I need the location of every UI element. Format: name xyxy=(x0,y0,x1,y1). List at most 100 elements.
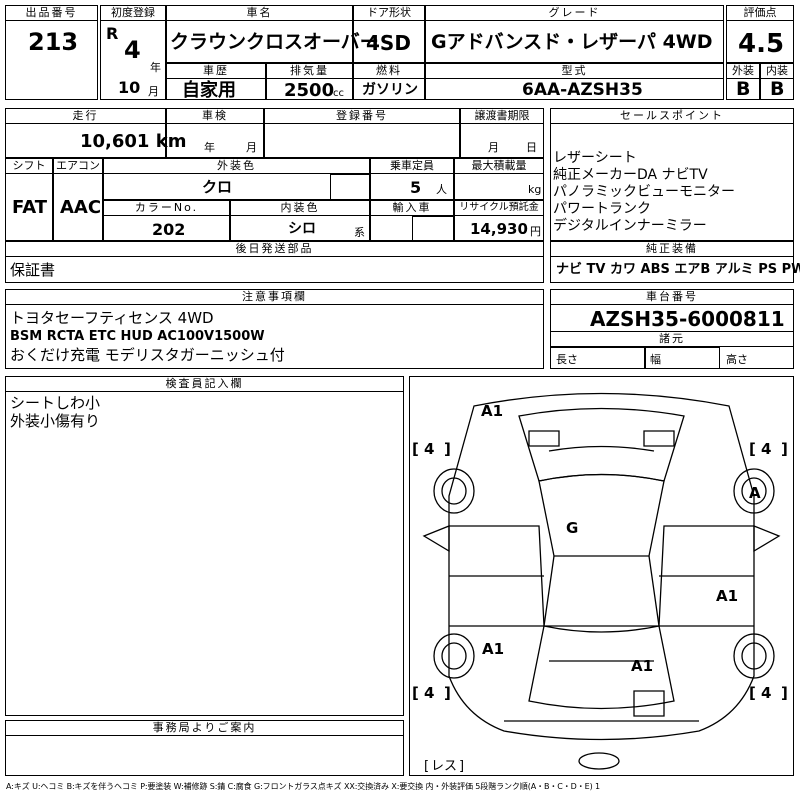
import-divider xyxy=(412,216,454,241)
notes-line: トヨタセーフティセンス 4WD xyxy=(10,309,214,327)
mileage-label: 走行 xyxy=(5,108,166,124)
int-label: 内装 xyxy=(760,63,794,79)
shift: FAT xyxy=(12,197,48,218)
tr-day: 日 xyxy=(526,141,537,154)
sales-point: パノラミックビューモニター xyxy=(553,184,735,200)
later-value: 保証書 xyxy=(10,261,56,279)
recycle-label: リサイクル預託金 xyxy=(454,200,544,216)
sales-label: セールスポイント xyxy=(550,108,794,124)
shift-label: シフト xyxy=(5,158,53,174)
reg-label: 初度登録 xyxy=(100,5,166,21)
history-cell xyxy=(166,63,266,100)
interior-color: シロ xyxy=(288,221,316,237)
interior-unit: 系 xyxy=(354,226,365,239)
equip-value: ナビ TV カワ ABS エアB アルミ PS PW xyxy=(556,262,800,277)
ext-color: クロ xyxy=(202,178,233,196)
color-label: 外装色 xyxy=(103,158,370,174)
ext-label: 外装 xyxy=(726,63,760,79)
notes-label: 注意事項欄 xyxy=(5,289,544,305)
damage-mark: G xyxy=(566,519,578,537)
spare-label: ] xyxy=(459,759,464,774)
tr-month: 月 xyxy=(488,141,499,154)
model-label: 型式 xyxy=(425,63,724,79)
legend: A:キズ U:ヘコミ B:キズを伴うヘコミ P:要塗装 W:補修跡 S:錆 C:… xyxy=(6,782,601,791)
recycle: 14,930 xyxy=(470,220,528,238)
equip-label: 純正装備 xyxy=(550,241,794,257)
load-unit: kg xyxy=(528,183,542,196)
load-label: 最大積載量 xyxy=(454,158,544,174)
fuel: ガソリン xyxy=(362,82,418,98)
notes-line: BSM RCTA ETC HUD AC100V1500W xyxy=(10,329,265,344)
score-label: 評価点 xyxy=(726,5,794,21)
tire-tread-rr: [ xyxy=(749,684,756,702)
capacity-unit: 人 xyxy=(436,183,447,196)
inspector-line: 外装小傷有り xyxy=(10,412,101,430)
tire-tread-value: 4 xyxy=(761,684,771,702)
colorno-label: カラーNo. xyxy=(103,200,230,216)
cc-unit: cc xyxy=(333,88,344,99)
capacity-label: 乗車定員 xyxy=(370,158,454,174)
diagram-cell xyxy=(409,376,794,776)
reg-month: 10 xyxy=(118,78,141,97)
score: 4.5 xyxy=(738,29,785,59)
year-unit: 年 xyxy=(150,61,161,74)
inspection-label: 車検 xyxy=(166,108,264,124)
capacity: 5 xyxy=(410,178,422,197)
tire-tread-rr: ] xyxy=(781,684,788,702)
tire-tread-rl: ] xyxy=(444,684,451,702)
damage-mark: A1 xyxy=(716,587,738,605)
cc-label: 排気量 xyxy=(266,63,353,79)
grade-label: グレード xyxy=(425,5,724,21)
dims-label: 諸元 xyxy=(550,331,794,347)
later-label: 後日発送部品 xyxy=(5,241,544,257)
notes-line: おくだけ充電 モデリスタガーニッシュ付 xyxy=(10,346,285,364)
model: 6AA-AZSH35 xyxy=(522,80,643,100)
dims-width: 幅 xyxy=(650,353,661,366)
interior-label: 内装色 xyxy=(230,200,370,216)
insp-month: 月 xyxy=(246,141,257,154)
dims-length-cell xyxy=(550,347,645,369)
month-unit: 月 xyxy=(148,85,159,98)
tire-tread-value: 4 xyxy=(424,440,434,458)
era: R xyxy=(106,24,119,43)
tire-tread-value: 4 xyxy=(424,684,434,702)
tire-tread-rl: [ xyxy=(412,684,419,702)
tire-tread-fl: [ xyxy=(412,440,419,458)
damage-mark: A1 xyxy=(631,657,653,675)
lot-label: 出品番号 xyxy=(5,5,98,21)
ext-grade: B xyxy=(736,78,751,100)
door-type: 4SD xyxy=(366,31,411,55)
regno-label: 登録番号 xyxy=(264,108,460,124)
dims-width-cell xyxy=(645,347,720,369)
grade: Gアドバンスド・レザーパ 4WD xyxy=(431,31,713,53)
car-diagram: A1 A G A1 A1 A1 [ 4 ] [ 4 ] [ 4 ] [ 4 ] … xyxy=(412,392,788,774)
dims-length: 長さ xyxy=(556,353,578,366)
tire-tread-fr: [ xyxy=(749,440,756,458)
name-label: 車名 xyxy=(166,5,353,21)
fuel-label: 燃料 xyxy=(353,63,425,79)
damage-mark: A xyxy=(749,484,761,502)
recycle-unit: 円 xyxy=(530,225,541,238)
lot-number: 213 xyxy=(28,28,79,56)
tire-tread-fr: ] xyxy=(781,440,788,458)
color-divider xyxy=(330,174,370,200)
car-name: クラウンクロスオーバー xyxy=(170,31,379,53)
colorno: 202 xyxy=(152,220,186,239)
mileage: 10,601 km xyxy=(80,131,187,152)
inspector-line: シートしわ小 xyxy=(10,394,101,412)
displacement: 2500 xyxy=(284,80,335,101)
int-grade: B xyxy=(770,78,785,100)
history: 自家用 xyxy=(182,80,236,101)
tire-tread-value: 4 xyxy=(761,440,771,458)
spare-value: レス xyxy=(431,759,457,774)
inspector-label: 検査員記入欄 xyxy=(5,376,404,392)
transfer-label: 譲渡書期限 xyxy=(460,108,544,124)
sales-point: パワートランク xyxy=(553,201,651,217)
sales-point: レザーシート xyxy=(553,150,637,166)
ac: AAC xyxy=(60,197,102,218)
office-label: 事務局よりご案内 xyxy=(5,720,404,736)
reg-year: 4 xyxy=(124,36,141,64)
damage-mark: A1 xyxy=(481,402,503,420)
sales-point: デジタルインナーミラー xyxy=(553,218,707,234)
chassis-label: 車台番号 xyxy=(550,289,794,305)
